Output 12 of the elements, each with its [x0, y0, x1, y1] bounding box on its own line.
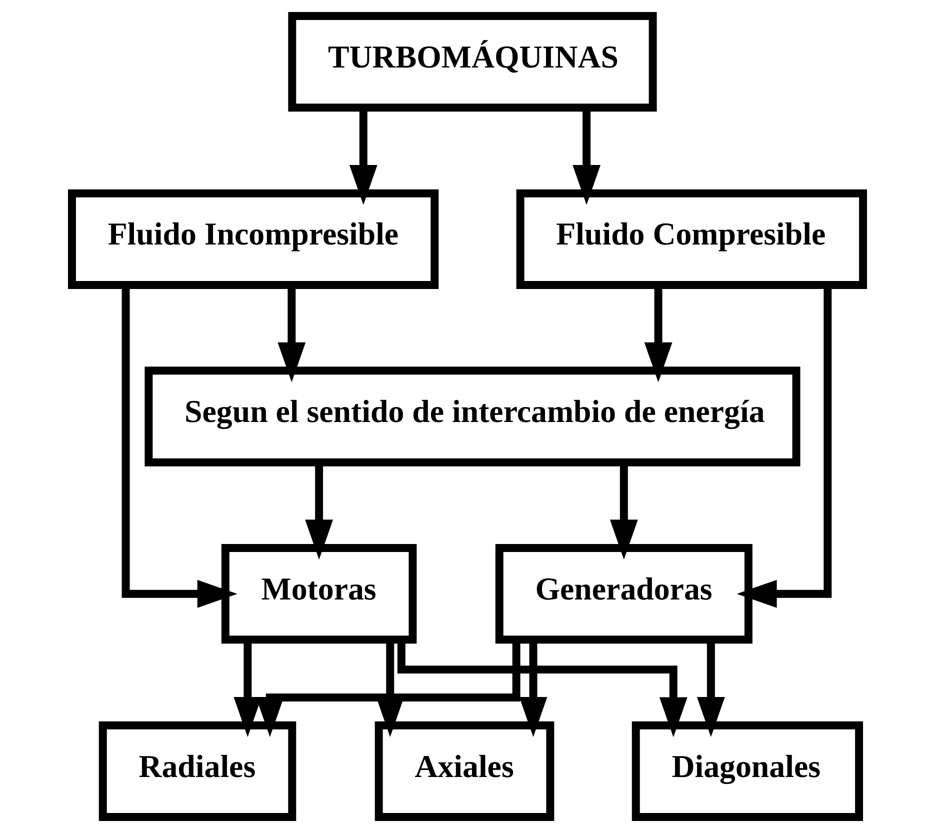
node-box: Fluido Compresible	[516, 189, 868, 289]
node-box: Diagonales	[632, 721, 864, 821]
node-box: TURBOMÁQUINAS	[288, 12, 657, 112]
node-box: Generadoras	[495, 544, 752, 644]
arrow	[610, 463, 638, 560]
node-box: Motoras	[221, 544, 417, 644]
node-box: Radiales	[98, 721, 296, 821]
node-box: Fluido Incompresible	[68, 189, 439, 289]
node-box: Axiales	[374, 721, 554, 821]
arrow	[305, 463, 334, 560]
node-box: Segun el sentido de intercambio de energía	[144, 366, 800, 466]
arrow	[397, 640, 688, 738]
